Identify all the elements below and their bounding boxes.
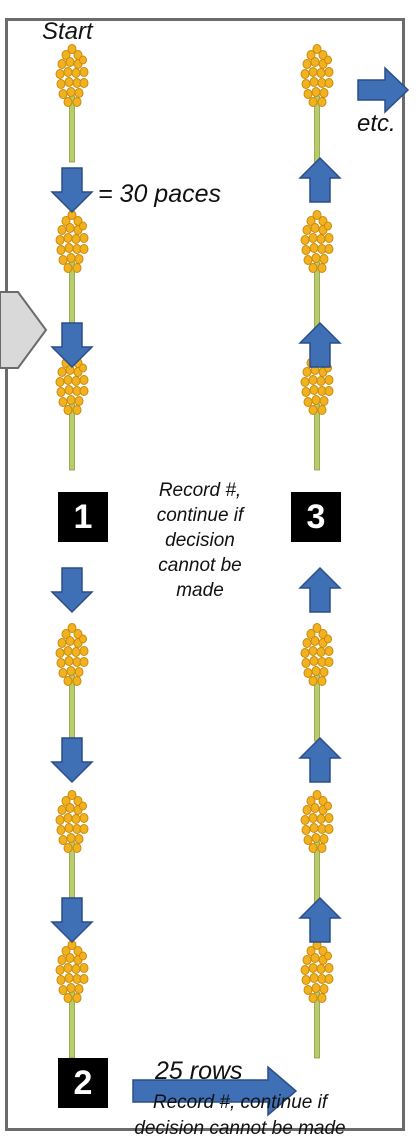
arrow-right-long-icon (132, 1065, 298, 1117)
start-label: Start (42, 18, 93, 45)
plant-icon (55, 790, 89, 909)
rows-label: 25 rows (155, 1057, 243, 1085)
arrow-down-icon (51, 567, 93, 613)
checkpoint-badge: 1 (58, 492, 108, 542)
arrow-down-icon (51, 322, 93, 368)
arrow-up-icon (299, 737, 341, 783)
record-note: Record #, continue if decision cannot be… (156, 480, 244, 601)
plant-icon (55, 44, 89, 163)
checkpoint-badge: 2 (58, 1058, 108, 1108)
plant-icon (300, 790, 334, 909)
plant-icon (55, 210, 89, 329)
arrow-right-icon (357, 66, 410, 114)
arrow-up-icon (299, 567, 341, 613)
plant-icon (300, 352, 334, 471)
arrow-down-icon (51, 167, 93, 213)
etc-label: etc. (357, 110, 396, 137)
plant-icon (55, 940, 89, 1059)
arrow-up-icon (299, 897, 341, 943)
plant-icon (300, 44, 334, 163)
arrow-down-icon (51, 897, 93, 943)
paces-label: = 30 paces (98, 180, 222, 208)
plant-icon (300, 940, 334, 1059)
plant-icon (55, 623, 89, 742)
side-pointer-icon (0, 291, 48, 369)
checkpoint-badge: 3 (291, 492, 341, 542)
plant-icon (55, 352, 89, 471)
plant-icon (300, 210, 334, 329)
arrow-up-icon (299, 322, 341, 368)
arrow-down-icon (51, 737, 93, 783)
arrow-up-icon (299, 157, 341, 203)
plant-icon (300, 623, 334, 742)
record-note: Record #, continue if decision cannot be… (134, 1092, 346, 1139)
